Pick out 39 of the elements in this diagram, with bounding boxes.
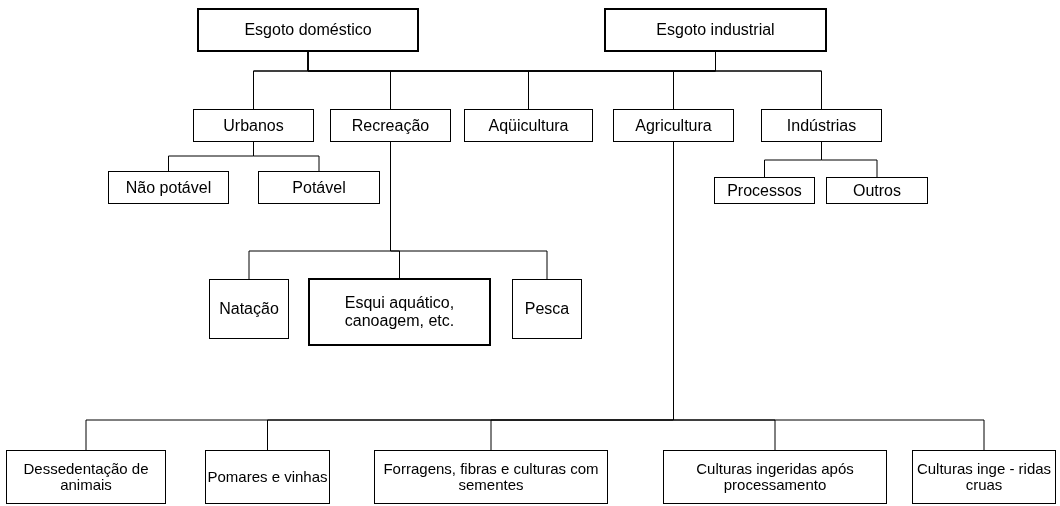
box-label: Culturas inge - ridas cruas (915, 460, 1053, 494)
box-label: Processos (727, 181, 802, 200)
category-box (197, 8, 419, 52)
category-box (912, 450, 1056, 504)
box-label: Esgoto doméstico (244, 21, 372, 39)
category-box (604, 8, 827, 52)
category-box (330, 109, 451, 142)
box-label: Esgoto industrial (656, 21, 775, 39)
category-box (108, 171, 229, 204)
box-label: Recreação (351, 116, 430, 135)
category-box (663, 450, 887, 504)
box-label: Esqui aquático, canoagem, etc. (343, 294, 456, 330)
category-box (258, 171, 380, 204)
box-label: Pomares e vinhas (207, 468, 328, 486)
category-box (374, 450, 608, 504)
box-label: Forragens, fibras e culturas com sementes (382, 460, 600, 494)
category-box (193, 109, 314, 142)
category-box (209, 279, 289, 339)
category-box (714, 177, 815, 204)
box-label: Outros (853, 181, 901, 200)
box-label: Agricultura (635, 116, 712, 135)
category-box (308, 278, 491, 346)
connector-line (715, 51, 822, 110)
box-label: Não potável (125, 178, 212, 197)
box-label: Dessedentação de animais (22, 460, 150, 494)
category-box (464, 109, 593, 142)
category-box (613, 109, 734, 142)
box-label: Culturas ingeridas após processamento (695, 460, 855, 494)
category-box (761, 109, 882, 142)
box-label: Pesca (524, 300, 570, 318)
category-box (512, 279, 582, 339)
box-label: Indústrias (786, 116, 857, 135)
box-label: Urbanos (223, 116, 284, 135)
category-box (205, 450, 330, 504)
category-box (826, 177, 928, 204)
category-box (6, 450, 166, 504)
box-label: Potável (292, 178, 346, 197)
box-label: Aqüicultura (488, 116, 569, 135)
box-label: Natação (219, 300, 279, 318)
